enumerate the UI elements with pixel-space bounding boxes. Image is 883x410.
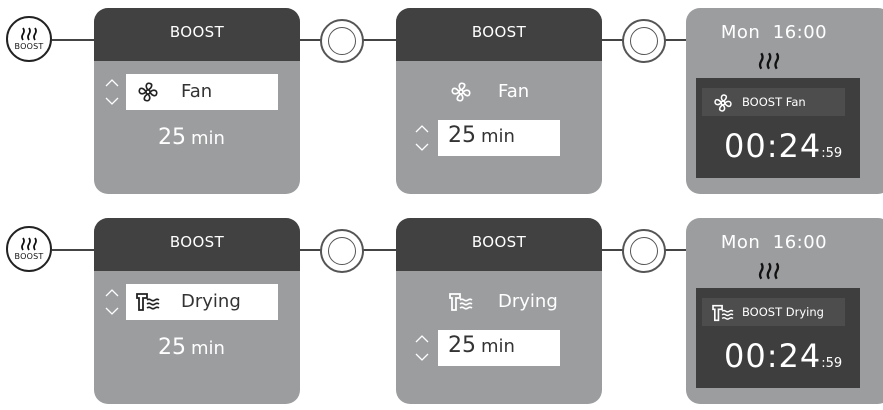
drying-icon: [712, 304, 734, 322]
duration-value: 25: [158, 335, 186, 360]
fan-icon: [138, 82, 158, 102]
chevron-up-down-icon[interactable]: [104, 284, 120, 320]
mode-label: Drying: [181, 291, 241, 312]
chevron-up-down-icon[interactable]: [414, 120, 430, 156]
boost-running-display: Mon 16:00 BOOST Drying 00:24:59: [686, 218, 883, 404]
rotary-knob-icon[interactable]: [320, 229, 364, 273]
countdown-seconds: :59: [821, 146, 843, 161]
rotary-knob-icon[interactable]: [622, 19, 666, 63]
countdown-value: 00:24: [724, 127, 822, 165]
card-header: BOOST: [396, 218, 602, 271]
boost-button[interactable]: BOOST: [6, 226, 52, 272]
mode-field: Fan: [428, 74, 580, 110]
duration-unit: min: [481, 126, 515, 147]
boost-heat-icon: [21, 237, 37, 251]
card-header: BOOST: [94, 218, 300, 271]
countdown-value: 00:24: [724, 337, 822, 375]
chevron-up-down-icon[interactable]: [104, 74, 120, 110]
status-screen: BOOST Fan 00:24:59: [696, 78, 860, 178]
chevron-up-down-icon[interactable]: [414, 330, 430, 366]
clock-readout: Mon 16:00: [686, 22, 862, 43]
boost-button-label: BOOST: [14, 252, 44, 261]
status-screen: BOOST Drying 00:24:59: [696, 288, 860, 388]
card-title: BOOST: [471, 22, 527, 41]
mode-label: Fan: [181, 81, 213, 102]
card-header: BOOST: [94, 8, 300, 61]
active-mode-bar: BOOST Drying: [702, 298, 845, 326]
card-title: BOOST: [169, 22, 225, 41]
mode-selector[interactable]: Fan: [104, 74, 278, 110]
countdown-seconds: :59: [821, 356, 843, 371]
duration-unit: min: [191, 128, 225, 149]
boost-heat-icon: [758, 52, 780, 70]
active-mode-label: BOOST Drying: [742, 305, 824, 319]
duration-value: 25: [448, 123, 476, 148]
mode-field: Drying: [428, 284, 580, 320]
mode-field[interactable]: Drying: [126, 284, 278, 320]
drying-icon: [136, 293, 160, 311]
boost-heat-icon: [758, 262, 780, 280]
mode-selector: Fan: [406, 74, 580, 110]
duration-value: 25: [158, 125, 186, 150]
card-title: BOOST: [471, 232, 527, 251]
rotary-knob-icon[interactable]: [320, 19, 364, 63]
mode-label: Fan: [498, 81, 530, 102]
fan-icon: [714, 94, 732, 112]
duration-unit: min: [191, 338, 225, 359]
mode-field[interactable]: Fan: [126, 74, 278, 110]
boost-running-display: Mon 16:00 BOOST Fan 00:24:59: [686, 8, 883, 194]
active-mode-bar: BOOST Fan: [702, 88, 845, 116]
time-label: 16:00: [772, 22, 828, 43]
card-title: BOOST: [169, 232, 225, 251]
active-mode-label: BOOST Fan: [742, 95, 806, 109]
boost-heat-icon: [21, 27, 37, 41]
mode-selector: Drying: [406, 284, 580, 320]
rotary-knob-icon[interactable]: [622, 229, 666, 273]
countdown-timer: 00:24:59: [724, 127, 842, 165]
boost-button-label: BOOST: [14, 42, 44, 51]
day-label: Mon: [720, 22, 761, 43]
mode-selector[interactable]: Drying: [104, 284, 278, 320]
countdown-timer: 00:24:59: [724, 337, 842, 375]
card-header: BOOST: [396, 8, 602, 61]
duration-value: 25: [448, 333, 476, 358]
mode-label: Drying: [498, 291, 558, 312]
drying-icon: [449, 293, 473, 311]
clock-readout: Mon 16:00: [686, 232, 862, 253]
time-label: 16:00: [772, 232, 828, 253]
duration-unit: min: [481, 336, 515, 357]
boost-button[interactable]: BOOST: [6, 16, 52, 62]
fan-icon: [451, 82, 471, 102]
connector-line: [52, 249, 96, 251]
day-label: Mon: [720, 232, 761, 253]
connector-line: [52, 39, 96, 41]
